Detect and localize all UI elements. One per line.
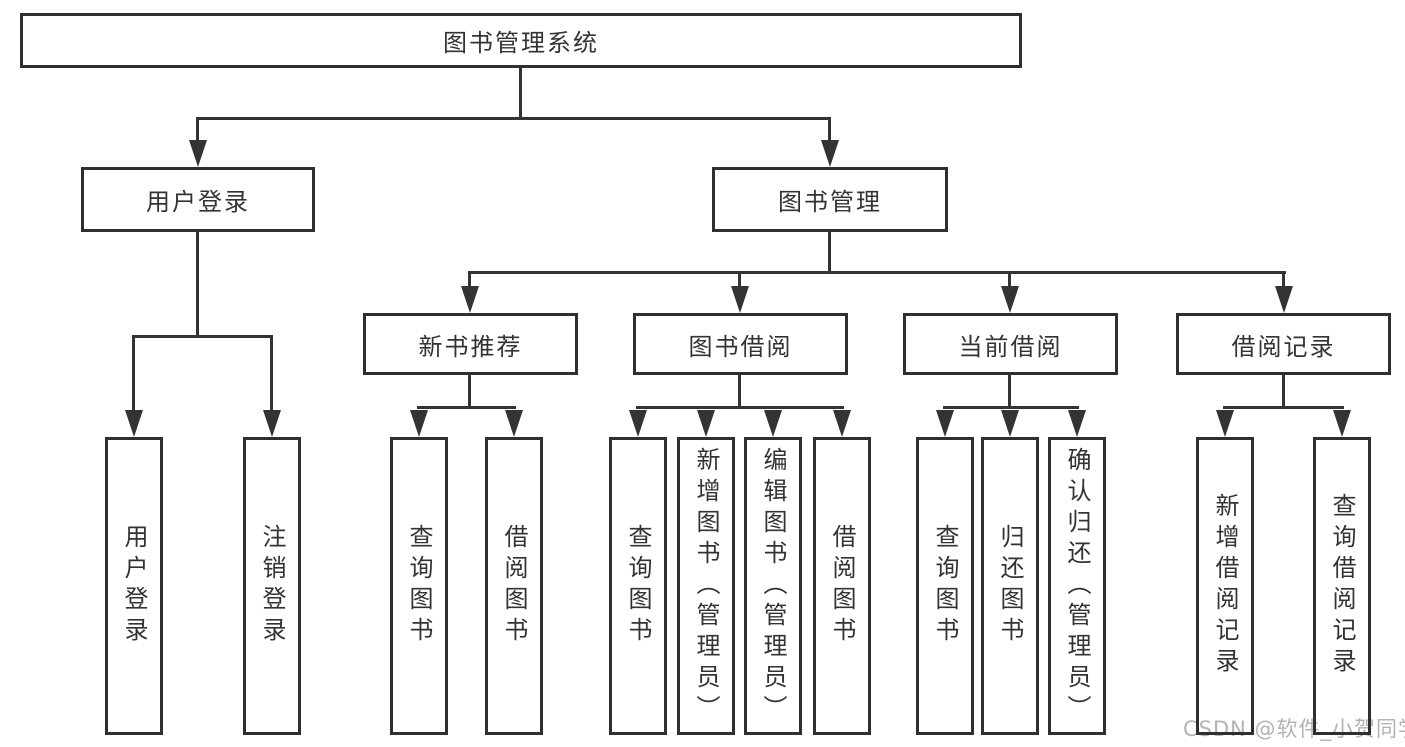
node-label: 用户登录 [146, 188, 250, 216]
connector-v [828, 117, 831, 145]
arrow-down-icon [821, 140, 839, 167]
leaf-label: 新增借阅记录 [1211, 493, 1239, 679]
node-label: 借阅记录 [1231, 332, 1336, 361]
leaf-label: 查询图书 [405, 524, 433, 648]
connector-h [417, 406, 516, 409]
leaf-add-borrow-record: 新增借阅记录 [1196, 437, 1254, 735]
arrow-down-icon [833, 410, 851, 437]
arrow-down-icon [1333, 410, 1351, 437]
connector-v [468, 375, 471, 407]
connector-v [1282, 271, 1285, 287]
connector-h [468, 271, 1286, 274]
leaf-borrow-books-recommend: 借阅图书 [485, 437, 543, 735]
leaf-query-books-borrow: 查询图书 [609, 437, 667, 735]
leaf-label: 确认归还（管理员） [1063, 446, 1091, 726]
leaf-label: 新增图书（管理员） [692, 446, 720, 726]
connector-h [132, 335, 273, 338]
connector-v [738, 375, 741, 407]
leaf-query-books-current: 查询图书 [916, 437, 974, 735]
node-user-login: 用户登录 [81, 167, 315, 232]
arrow-down-icon [189, 140, 207, 167]
node-current-borrow: 当前借阅 [903, 313, 1118, 375]
connector-v [519, 68, 522, 118]
leaf-label: 用户登录 [120, 524, 148, 648]
leaf-borrow-books: 借阅图书 [813, 437, 871, 735]
arrow-down-icon [697, 410, 715, 437]
connector-v [738, 271, 741, 287]
leaf-label: 归还图书 [996, 524, 1024, 648]
arrow-down-icon [461, 286, 479, 313]
leaf-label: 注销登录 [258, 524, 286, 648]
connector-v [196, 117, 199, 145]
connector-v [132, 335, 135, 415]
arrow-down-icon [764, 410, 782, 437]
arrow-down-icon [410, 410, 428, 437]
leaf-label: 借阅图书 [500, 524, 528, 648]
connector-v [1008, 375, 1011, 407]
leaf-add-book-admin: 新增图书（管理员） [677, 437, 735, 735]
node-label: 当前借阅 [958, 332, 1063, 361]
connector-v [828, 232, 831, 272]
connector-h [943, 406, 1079, 409]
connector-v [270, 335, 273, 415]
node-label: 图书管理 [778, 188, 882, 216]
connector-h [636, 406, 844, 409]
node-borrow-records: 借阅记录 [1176, 313, 1391, 375]
node-book-management: 图书管理 [712, 167, 948, 232]
leaf-query-borrow-record: 查询借阅记录 [1313, 437, 1371, 735]
node-label: 新书推荐 [418, 332, 523, 361]
leaf-label: 编辑图书（管理员） [759, 446, 787, 726]
leaf-logout: 注销登录 [243, 437, 301, 735]
leaf-return-book: 归还图书 [981, 437, 1039, 735]
arrow-down-icon [1001, 286, 1019, 313]
leaf-query-books-recommend: 查询图书 [390, 437, 448, 735]
leaf-label: 查询图书 [931, 524, 959, 648]
arrow-down-icon [936, 410, 954, 437]
arrow-down-icon [263, 410, 281, 437]
arrow-down-icon [731, 286, 749, 313]
connector-v [468, 271, 471, 287]
leaf-label: 查询图书 [624, 524, 652, 648]
node-label: 图书管理系统 [443, 29, 599, 57]
arrow-down-icon [125, 410, 143, 437]
leaf-edit-book-admin: 编辑图书（管理员） [744, 437, 802, 735]
connector-v [1282, 375, 1285, 407]
arrow-down-icon [1001, 410, 1019, 437]
connector-h [196, 117, 831, 120]
connector-v [1008, 271, 1011, 287]
connector-v [196, 232, 199, 336]
node-new-book-recommend: 新书推荐 [363, 313, 578, 375]
leaf-user-login: 用户登录 [105, 437, 163, 735]
connector-h [1223, 406, 1344, 409]
node-book-borrow: 图书借阅 [633, 313, 848, 375]
node-library-management-system: 图书管理系统 [20, 13, 1022, 68]
leaf-label: 借阅图书 [828, 524, 856, 648]
arrow-down-icon [1068, 410, 1086, 437]
node-label: 图书借阅 [688, 332, 793, 361]
leaf-label: 查询借阅记录 [1328, 493, 1356, 679]
leaf-confirm-return-admin: 确认归还（管理员） [1048, 437, 1106, 735]
arrow-down-icon [1216, 410, 1234, 437]
arrow-down-icon [629, 410, 647, 437]
arrow-down-icon [505, 410, 523, 437]
arrow-down-icon [1275, 286, 1293, 313]
